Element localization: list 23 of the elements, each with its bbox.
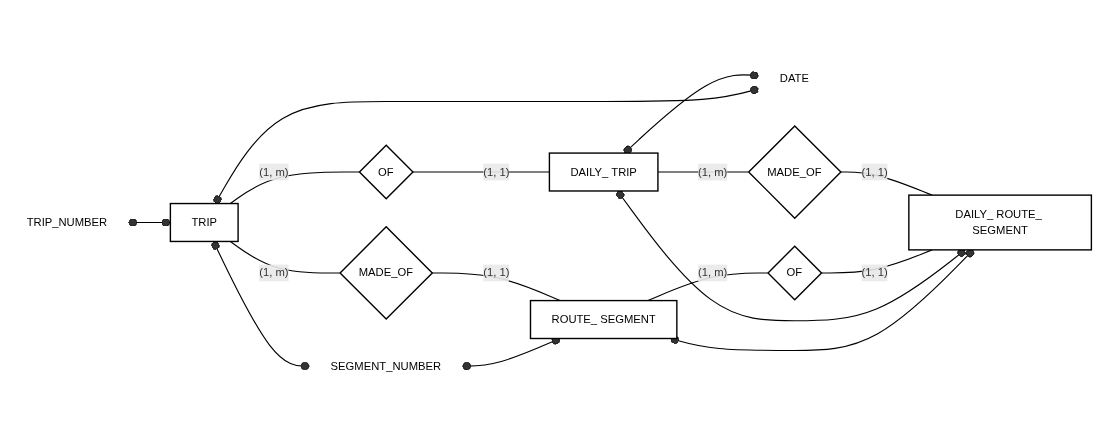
edge-label: (1, m) — [697, 165, 728, 178]
node-box: DAILY_ TRIP — [548, 152, 659, 192]
connector — [127, 218, 171, 227]
edge-label: (1, 1) — [861, 165, 888, 178]
node-box: ROUTE_ SEGMENT — [529, 299, 678, 340]
edge-label: (1, 1) — [483, 165, 510, 178]
node-box: DAILY_ ROUTE_ SEGMENT — [908, 194, 1093, 251]
node-diamond: MADE_OF — [339, 225, 434, 321]
node-diamond: OF — [358, 144, 414, 200]
node-text: TRIP_NUMBER — [26, 216, 108, 229]
connector — [623, 71, 760, 155]
node-text: DATE — [779, 72, 809, 85]
node-diamond: MADE_OF — [747, 124, 842, 220]
edge-label: (1, 1) — [861, 266, 888, 279]
edge-label: (1, m) — [697, 266, 728, 279]
edge-label: (1, m) — [259, 266, 289, 279]
connector — [211, 240, 311, 371]
node-text: SEGMENT_NUMBER — [330, 359, 442, 372]
connector — [616, 190, 966, 322]
node-diamond: OF — [767, 245, 823, 301]
edge-label: (1, m) — [259, 165, 289, 178]
node-box: TRIP — [169, 202, 239, 243]
edge-label: (1, 1) — [483, 266, 510, 279]
